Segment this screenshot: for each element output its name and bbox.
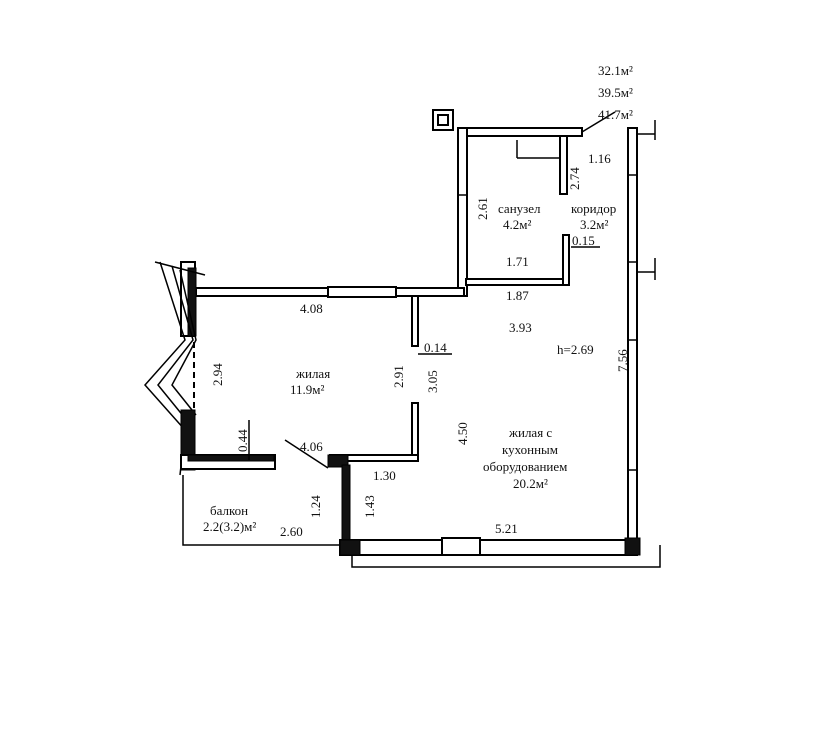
bathroom-area: 4.2м² <box>503 217 531 232</box>
wall-bath-divider <box>559 135 568 195</box>
dim-2-94: 2.94 <box>210 363 225 386</box>
kitchen-name-2: кухонным <box>502 442 558 457</box>
dim-4-50: 4.50 <box>455 422 470 445</box>
dim-2-60: 2.60 <box>280 524 303 539</box>
overall-area: 41.7м² <box>598 107 633 122</box>
dim-7-56: 7.56 <box>615 349 630 372</box>
dim-3-93: 3.93 <box>509 320 532 335</box>
wall-kitchen-left <box>341 464 351 546</box>
dim-3-05: 3.05 <box>425 370 440 393</box>
partition-upper <box>411 295 419 347</box>
dim-1-43: 1.43 <box>362 495 377 518</box>
dim-4-08: 4.08 <box>300 301 323 316</box>
dim-2-91: 2.91 <box>391 365 406 388</box>
dim-2-74: 2.74 <box>567 167 582 190</box>
bathroom-name: санузел <box>498 201 541 216</box>
dim-0-44: 0.44 <box>235 429 250 452</box>
kitchen-area: 20.2м² <box>513 476 548 491</box>
window-kitchen <box>441 537 481 556</box>
walls <box>143 109 661 568</box>
wall-right <box>627 127 638 547</box>
living-area: 11.9м² <box>290 382 324 397</box>
dim-0-15: 0.15 <box>572 233 595 248</box>
ceiling-height: h=2.69 <box>557 342 594 357</box>
kitchen-name-1: жилая с <box>508 425 552 440</box>
dim-5-21: 5.21 <box>495 521 518 536</box>
wall-bottom <box>339 539 638 556</box>
partition-lower <box>411 402 419 459</box>
wall-bath-bottom <box>465 278 570 286</box>
dim-2-61: 2.61 <box>475 197 490 220</box>
total-area: 32.1м² <box>598 63 633 78</box>
dim-1-30: 1.30 <box>373 468 396 483</box>
dim-4-06: 4.06 <box>300 439 323 454</box>
dim-1-16: 1.16 <box>588 151 611 166</box>
wall-bath-left <box>457 127 468 297</box>
balcony-name: балкон <box>210 503 248 518</box>
dim-1-87: 1.87 <box>506 288 529 303</box>
corridor-area: 3.2м² <box>580 217 608 232</box>
living-total-area: 39.5м² <box>598 85 633 100</box>
dim-0-14: 0.14 <box>424 340 447 355</box>
living-name: жилая <box>295 366 330 381</box>
dim-1-24: 1.24 <box>308 495 323 518</box>
corridor-name: коридор <box>571 201 616 216</box>
wall-bath-top <box>457 127 583 137</box>
dim-1-71: 1.71 <box>506 254 529 269</box>
kitchen-name-3: оборудованием <box>483 459 567 474</box>
balcony-area: 2.2(3.2)м² <box>203 519 256 534</box>
labels: 32.1м² 39.5м² 41.7м² санузел 4.2м² корид… <box>203 63 633 539</box>
window-living <box>327 286 397 298</box>
